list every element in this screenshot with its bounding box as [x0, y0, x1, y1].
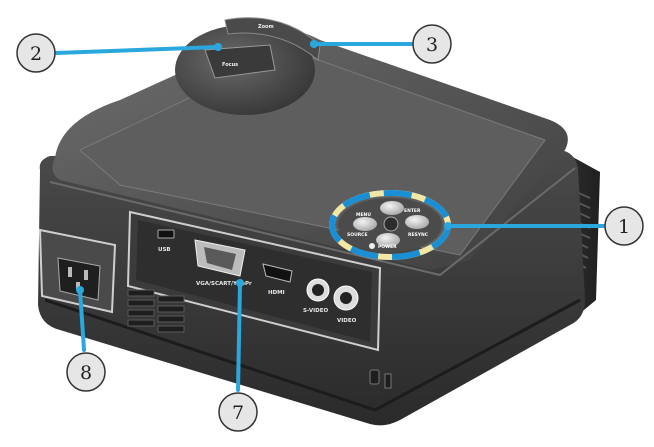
- keypad-source-label: SOURCE: [347, 232, 368, 238]
- callout-line-8: [78, 288, 86, 352]
- callout-8: 8: [66, 352, 106, 392]
- hdmi-label: HDMI: [268, 290, 285, 296]
- control-panel: MENU ENTER SOURCE RESYNC POWER: [329, 190, 451, 260]
- callout-dot-7: [236, 279, 244, 287]
- hdmi-port[interactable]: [262, 263, 293, 283]
- video-label: VIDEO: [337, 318, 357, 324]
- callout-dot-1: [444, 222, 452, 230]
- focus-ring: [204, 44, 276, 79]
- callout-2-number: 2: [30, 43, 42, 65]
- callout-dot-2: [214, 43, 222, 51]
- callout-3-number: 3: [426, 34, 438, 56]
- callout-8-number: 8: [80, 362, 92, 384]
- callout-2: 2: [16, 33, 56, 73]
- vga-label: VGA/SCART/YPbPr: [196, 281, 252, 287]
- power-socket-assembly: [38, 228, 117, 314]
- keypad-right-button[interactable]: [405, 215, 429, 229]
- lens-assembly: Zoom Focus: [175, 17, 321, 115]
- focus-label: Focus: [222, 62, 238, 68]
- callout-dot-8: [76, 286, 84, 294]
- front-vent: [127, 289, 185, 333]
- callout-1-number: 1: [618, 216, 630, 238]
- callout-line-7: [236, 281, 242, 392]
- keypad-menu-label: MENU: [356, 212, 371, 218]
- keypad-up-button[interactable]: [380, 201, 404, 215]
- callout-3: 3: [412, 24, 452, 64]
- callout-lines: [54, 42, 606, 392]
- svideo-label: S-VIDEO: [303, 308, 328, 314]
- usb-label: USB: [158, 247, 171, 253]
- keypad-enter-label: ENTER: [404, 208, 421, 214]
- callout-7-number: 7: [232, 402, 244, 424]
- io-panel: USB VGA/SCART/YPbPr HDMI S-VIDEO VIDEO: [126, 210, 382, 352]
- callout-7: 7: [218, 392, 258, 432]
- power-button[interactable]: [369, 243, 375, 249]
- keypad-down-button[interactable]: [376, 233, 400, 247]
- keypad-enter-button[interactable]: [383, 216, 399, 232]
- callout-dot-3: [310, 40, 318, 48]
- zoom-label: Zoom: [258, 24, 274, 30]
- zoom-ring: [224, 17, 321, 61]
- keypad-power-label: POWER: [378, 244, 397, 250]
- callout-1: 1: [604, 206, 644, 246]
- callout-line-2: [54, 45, 220, 55]
- kensington-lock: [369, 369, 380, 385]
- keypad-left-button[interactable]: [353, 217, 377, 231]
- usb-port[interactable]: [157, 229, 175, 239]
- keypad-resync-label: RESYNC: [408, 232, 429, 238]
